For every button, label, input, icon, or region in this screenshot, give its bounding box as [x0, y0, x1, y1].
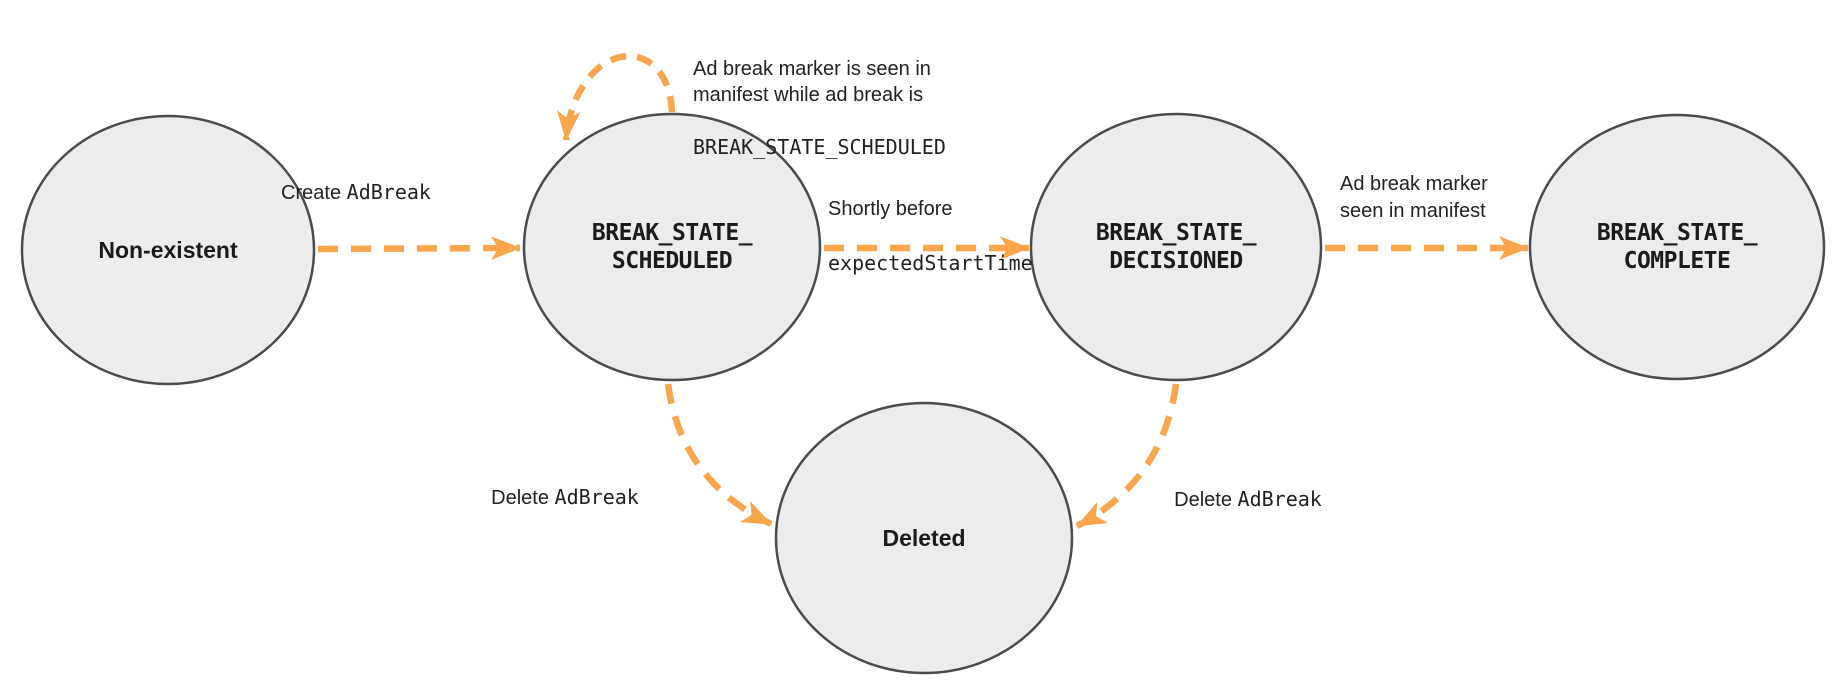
transition-label-delete-from-scheduled-code: AdBreak	[554, 485, 639, 509]
transition-label-create-code: AdBreak	[346, 180, 431, 204]
state-label-break-state-decisioned: BREAK_STATE_ DECISIONED	[1095, 220, 1257, 274]
transition-label-to-decisioned-code: expectedStartTime	[828, 251, 1033, 275]
transition-label-create: Create AdBreak	[281, 179, 431, 207]
transition-label-to-decisioned: Shortly before expectedStartTime	[828, 169, 1033, 304]
transition-label-delete-from-scheduled-text: Delete	[491, 487, 555, 509]
transition-label-self-loop-text: Ad break marker is seen in manifest whil…	[693, 58, 931, 106]
state-circle-break-state-scheduled	[522, 112, 822, 382]
state-label-break-state-scheduled: BREAK_STATE_ SCHEDULED	[591, 220, 753, 274]
transition-label-delete-from-scheduled: Delete AdBreak	[491, 484, 639, 512]
transition-label-delete-from-decisioned-code: AdBreak	[1237, 487, 1322, 511]
state-circle-non-existent	[20, 114, 316, 386]
state-label-deleted: Deleted	[882, 525, 966, 551]
transition-arrow-create	[317, 236, 522, 260]
transition-label-delete-from-decisioned-text: Delete	[1174, 489, 1238, 511]
transition-label-to-complete: Ad break marker seen in manifest	[1340, 173, 1488, 222]
transition-arrow-delete-from-decisioned	[1075, 383, 1180, 529]
state-circle-deleted	[774, 401, 1074, 675]
transition-label-self-loop-code: BREAK_STATE_SCHEDULED	[693, 135, 946, 159]
transition-arrow-self-loop	[556, 53, 676, 142]
transition-label-create-text: Create	[281, 182, 347, 204]
transition-arrow-delete-from-scheduled	[664, 383, 773, 527]
transition-label-self-loop: Ad break marker is seen in manifest whil…	[693, 30, 946, 186]
state-circle-break-state-complete	[1528, 113, 1826, 381]
transition-label-to-decisioned-text: Shortly before	[828, 198, 953, 220]
state-label-break-state-complete: BREAK_STATE_ COMPLETE	[1596, 220, 1758, 274]
transition-label-delete-from-decisioned: Delete AdBreak	[1174, 486, 1322, 514]
state-label-non-existent: Non-existent	[98, 237, 238, 263]
state-circle-break-state-decisioned	[1029, 112, 1323, 382]
